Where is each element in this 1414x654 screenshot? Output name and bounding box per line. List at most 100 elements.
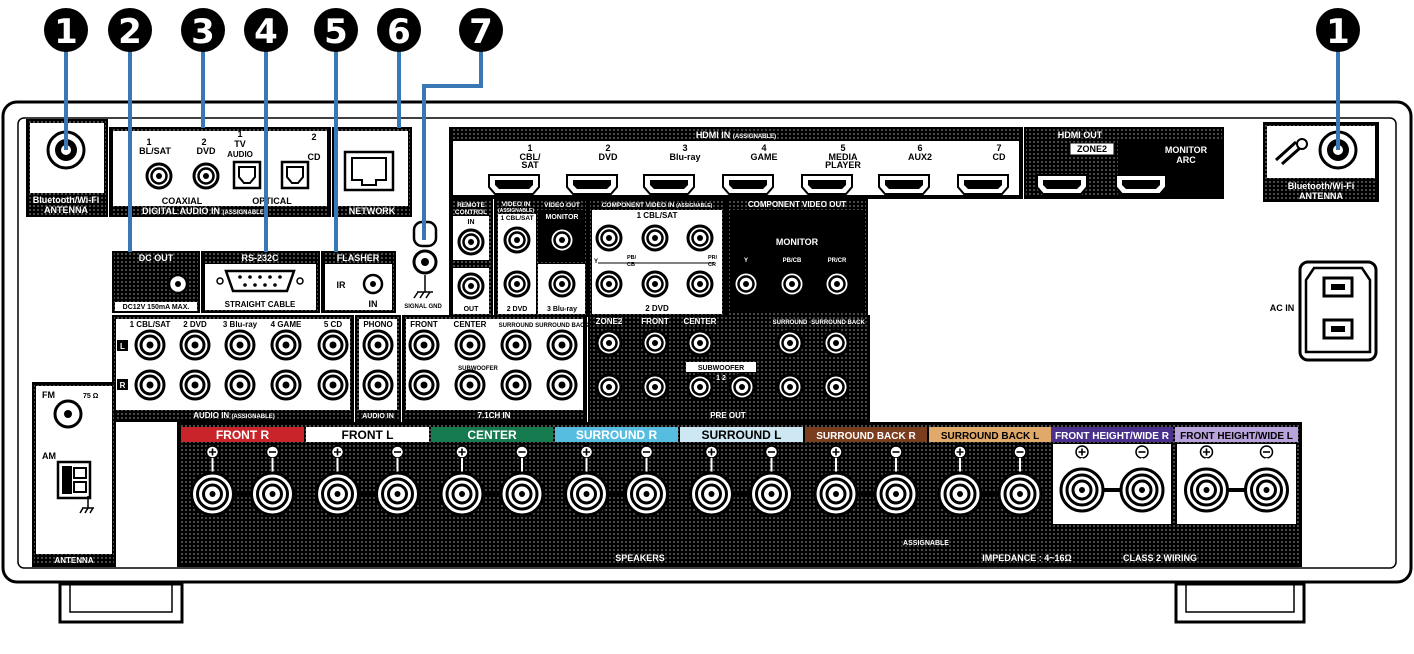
- ac-in[interactable]: AC IN: [1270, 260, 1378, 362]
- video-in-out: VIDEO IN (ASSIGNABLE) 1 CBL/SAT 2 DVD VI…: [494, 199, 588, 317]
- speaker-channel-name: CENTER: [467, 428, 517, 442]
- audio-in-l-jack[interactable]: [179, 329, 211, 361]
- hdmi-in-port[interactable]: [643, 174, 695, 195]
- audio-in-l-jack[interactable]: [317, 329, 349, 361]
- hdmi-out-zone2-port[interactable]: [1036, 174, 1088, 195]
- ch71-center-jack[interactable]: [454, 329, 486, 361]
- audio-in-l-jack[interactable]: [134, 329, 166, 361]
- ch71-subwoofer-jack[interactable]: [454, 369, 486, 401]
- bt-antenna-right[interactable]: Bluetooth/Wi-Fi ANTENNA: [1263, 122, 1379, 202]
- ch71-title: 7.1CH IN: [478, 411, 511, 420]
- pre-out-surround-back-l-jack[interactable]: [822, 329, 850, 357]
- remote-in-jack[interactable]: [457, 228, 485, 256]
- speaker-minus-terminal[interactable]: [1119, 467, 1165, 513]
- speaker-plus-terminal[interactable]: [315, 471, 360, 517]
- fm-am-antenna-label: ANTENNA: [54, 556, 93, 565]
- phono-r-jack[interactable]: [362, 369, 394, 401]
- pre-out-surround-back-r-jack[interactable]: [822, 373, 850, 401]
- pre-out-sub1-jack[interactable]: [686, 373, 714, 401]
- am-label: AM: [42, 451, 56, 461]
- speaker-minus-terminal[interactable]: [749, 471, 794, 517]
- phono-title: PHONO: [363, 320, 392, 329]
- coax-2-jack[interactable]: [192, 162, 220, 190]
- ch71-surround-r-jack[interactable]: [500, 369, 532, 401]
- speaker-minus-terminal[interactable]: [250, 471, 295, 517]
- am-terminal[interactable]: [56, 460, 92, 500]
- audio-in-r-jack[interactable]: [179, 369, 211, 401]
- comp-in-2-y-jack[interactable]: [595, 270, 623, 298]
- pre-out-subwoofer: SUBWOOFER: [698, 365, 744, 372]
- hdmi-in-port[interactable]: [722, 174, 774, 195]
- comp-out-pr-jack[interactable]: [823, 270, 851, 298]
- comp-in-1-y-jack[interactable]: [595, 224, 623, 252]
- phono-l-jack[interactable]: [362, 329, 394, 361]
- optical-2-jack[interactable]: [280, 160, 310, 190]
- video-out-monitor-jack[interactable]: [548, 226, 576, 254]
- speaker-minus-terminal[interactable]: [997, 471, 1043, 517]
- speaker-minus-terminal[interactable]: [624, 471, 669, 517]
- comp-in-1-pr-jack[interactable]: [686, 224, 714, 252]
- comp-in-2-pr-jack[interactable]: [686, 270, 714, 298]
- phono-audio-in: AUDIO IN: [362, 413, 394, 420]
- audio-in-l-jack[interactable]: [270, 329, 302, 361]
- speaker-plus-terminal[interactable]: [190, 471, 235, 517]
- pre-out-zone2-r-jack[interactable]: [595, 373, 623, 401]
- coax-1-jack[interactable]: [145, 162, 173, 190]
- video-in-3-jack[interactable]: [548, 270, 576, 298]
- plus-icon: [455, 445, 469, 459]
- hdmi-out-monitor-port[interactable]: [1115, 174, 1167, 195]
- ch71-surround-back-r-jack[interactable]: [546, 369, 578, 401]
- video-in-2-jack[interactable]: [503, 270, 531, 298]
- ch71-front-r-jack[interactable]: [408, 369, 440, 401]
- pre-out-front-r-jack[interactable]: [641, 373, 669, 401]
- hdmi-in-port[interactable]: [566, 174, 618, 195]
- audio-in-label: 5 CD: [324, 320, 342, 329]
- speaker-plus-terminal[interactable]: [564, 471, 609, 517]
- hdmi-in-port[interactable]: [957, 174, 1009, 195]
- pre-out-front-l-jack[interactable]: [641, 329, 669, 357]
- speaker-plus-terminal[interactable]: [439, 471, 485, 517]
- speaker-plus-terminal[interactable]: [1059, 467, 1105, 513]
- pre-out-center-jack[interactable]: [686, 329, 714, 357]
- audio-in-r-jack[interactable]: [224, 369, 256, 401]
- speaker-plus-terminal[interactable]: [813, 471, 859, 517]
- audio-in-r-jack[interactable]: [317, 369, 349, 401]
- optical-1-jack[interactable]: [232, 160, 262, 190]
- opt-2-num: 2: [311, 132, 316, 142]
- video-in-1-jack[interactable]: [503, 226, 531, 254]
- network-port[interactable]: NETWORK: [332, 127, 412, 217]
- comp-out-y-jack[interactable]: [732, 270, 760, 298]
- pre-out-zone2-l-jack[interactable]: [595, 329, 623, 357]
- comp-out-pb-jack[interactable]: [778, 270, 806, 298]
- speaker-plus-terminal[interactable]: [937, 471, 983, 517]
- speaker-minus-terminal[interactable]: [1244, 467, 1289, 513]
- hdmi-in-port[interactable]: [878, 174, 930, 195]
- remote-out-jack[interactable]: [457, 272, 485, 300]
- ch71-surround-back-l-jack[interactable]: [546, 329, 578, 361]
- ch71-surround-l-jack[interactable]: [500, 329, 532, 361]
- pre-out-surround-l-jack[interactable]: [776, 329, 804, 357]
- opt-1-num: 1: [237, 129, 242, 139]
- hdmi-in-port[interactable]: [801, 174, 853, 195]
- callout-1: 1: [44, 8, 88, 52]
- speaker-plus-terminal[interactable]: [1184, 467, 1229, 513]
- video-in-dvd: 2 DVD: [507, 306, 528, 313]
- audio-in-r-jack[interactable]: [270, 369, 302, 401]
- comp-in-1-pb-jack[interactable]: [641, 224, 669, 252]
- ch71-front-l-jack[interactable]: [408, 329, 440, 361]
- audio-in-r-jack[interactable]: [134, 369, 166, 401]
- speaker-minus-terminal[interactable]: [375, 471, 420, 517]
- speaker-plus-terminal[interactable]: [689, 471, 734, 517]
- speaker-minus-terminal[interactable]: [499, 471, 545, 517]
- flasher-ir: IR: [337, 280, 347, 290]
- comp-in-2-pb-jack[interactable]: [641, 270, 669, 298]
- minus-icon: [1135, 445, 1149, 459]
- audio-in-l-jack[interactable]: [224, 329, 256, 361]
- ch71-center: CENTER: [454, 320, 487, 329]
- pre-out-sub2-jack[interactable]: [728, 373, 756, 401]
- rs232c-port[interactable]: [216, 269, 304, 293]
- speaker-minus-terminal[interactable]: [873, 471, 919, 517]
- pre-out-surround-r-jack[interactable]: [776, 373, 804, 401]
- hdmi-in-port[interactable]: [488, 174, 540, 195]
